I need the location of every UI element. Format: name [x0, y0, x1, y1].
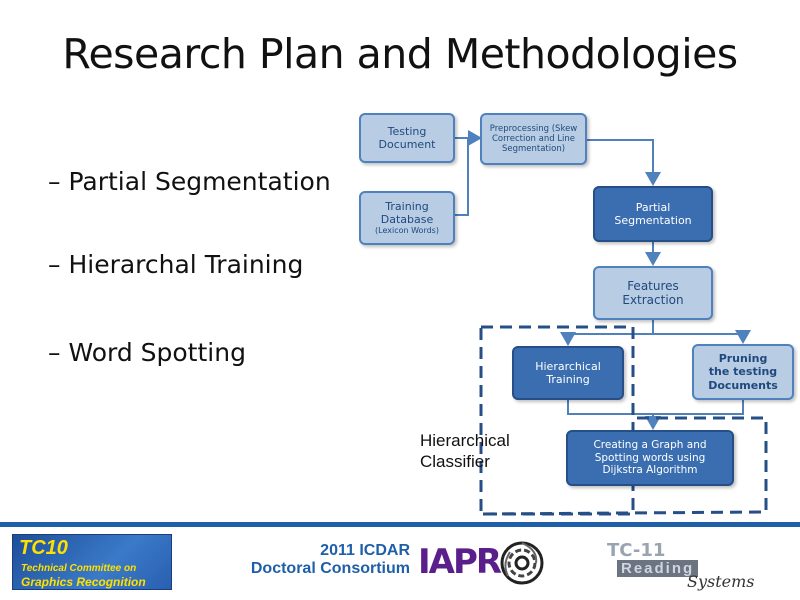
tc10-logo-title: TC10: [19, 537, 68, 559]
node-partial-segmentation-label: Partial Segmentation: [614, 200, 692, 227]
iapr-swirl-icon: [500, 541, 544, 585]
node-preprocessing: Preprocessing (Skew Correction and Line …: [480, 113, 587, 165]
tc10-logo: TC10 Technical Committee on Graphics Rec…: [12, 534, 172, 590]
bullet-hierarchal-training: – Hierarchal Training: [48, 250, 304, 279]
node-graph-spotting: Creating a Graph and Spotting words usin…: [566, 430, 734, 486]
node-training-database-sublabel: (Lexicon Words): [375, 226, 439, 236]
node-features-extraction: Features Extraction: [593, 266, 713, 320]
arrow-training-to-preprocessing: [455, 138, 469, 216]
tc11-logo-systems: Systems: [687, 572, 755, 591]
iapr-logo-text: IAPR: [418, 542, 502, 582]
hierarchical-classifier-label-line2: Classifier: [420, 452, 490, 472]
node-training-database-label: Training Database: [380, 200, 434, 227]
node-graph-spotting-label: Creating a Graph and Spotting words usin…: [593, 439, 707, 477]
node-features-extraction-label: Features Extraction: [622, 278, 684, 307]
bullet-word-spotting: – Word Spotting: [48, 338, 246, 367]
iapr-logo: IAPR: [418, 540, 548, 585]
footer-divider: [0, 522, 800, 527]
conference-name: 2011 ICDAR: [320, 542, 410, 559]
tc10-logo-line2: Graphics Recognition: [21, 575, 146, 589]
slide-title: Research Plan and Methodologies: [62, 30, 738, 78]
arrow-preprocessing-to-segmentation: [587, 139, 661, 186]
tc11-logo: TC-11 Reading Systems: [607, 540, 787, 591]
node-hierarchical-training-label: Hierarchical Training: [535, 359, 601, 386]
node-testing-document: Testing Document: [359, 113, 455, 163]
hierarchical-classifier-label: Hierarchical Classifier: [420, 430, 550, 473]
node-pruning-label: Pruning the testing Documents: [708, 352, 778, 392]
hierarchical-classifier-box-left: [479, 325, 635, 516]
node-preprocessing-label: Preprocessing (Skew Correction and Line …: [489, 123, 578, 155]
node-training-database: Training Database (Lexicon Words): [359, 191, 455, 245]
node-hierarchical-training: Hierarchical Training: [512, 346, 624, 400]
conference-subtitle: Doctoral Consortium: [250, 560, 410, 577]
tc10-logo-line1: Technical Committee on: [21, 563, 137, 574]
node-testing-document-label: Testing Document: [378, 124, 436, 151]
bullet-partial-segmentation: – Partial Segmentation: [48, 167, 331, 196]
tc11-logo-title: TC-11: [607, 540, 666, 561]
node-partial-segmentation: Partial Segmentation: [593, 186, 713, 242]
hierarchical-classifier-box-right: [480, 327, 768, 516]
node-pruning: Pruning the testing Documents: [692, 344, 794, 400]
hierarchical-classifier-label-line1: Hierarchical: [420, 431, 510, 450]
tc11-logo-reading: Reading: [617, 560, 699, 577]
merge-bar: [567, 400, 744, 415]
